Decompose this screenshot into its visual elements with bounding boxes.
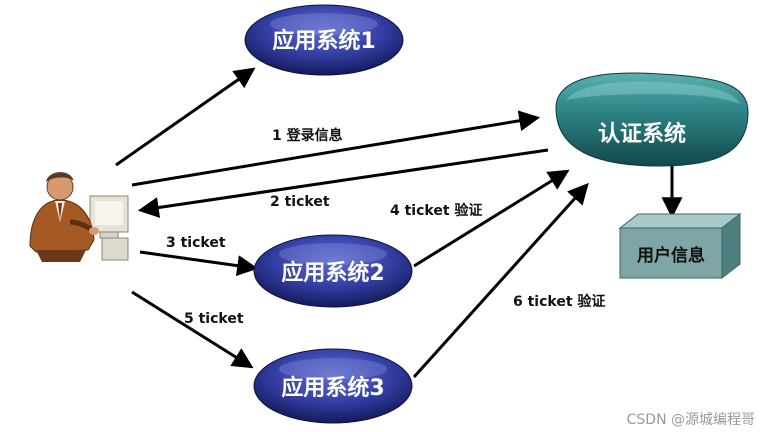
user-info-label: 用户信息	[637, 245, 705, 266]
arrow-user-to-app1	[115, 67, 256, 167]
arrow-app3-verify	[412, 182, 589, 379]
arrow-ticket-to-app2	[139, 250, 259, 277]
app-system-1: 应用系统1	[244, 4, 404, 76]
watermark: CSDN @源城编程哥	[627, 412, 755, 428]
edge-label-login: 1 登录信息	[272, 127, 343, 144]
app-system-2-label: 应用系统2	[281, 260, 384, 286]
app-system-3: 应用系统3	[253, 348, 413, 424]
app-system-2: 应用系统2	[253, 234, 413, 308]
arrow-login-to-auth	[131, 110, 541, 187]
arrow-app2-verify	[413, 169, 570, 268]
edge-label-verify-app3: 6 ticket 验证	[513, 293, 605, 310]
app-system-3-label: 应用系统3	[281, 375, 384, 401]
arrow-ticket-back-to-user	[137, 148, 549, 218]
edge-label-ticket-to-app3: 5 ticket	[184, 311, 244, 327]
user-at-computer-icon	[29, 172, 129, 262]
edge-label-ticket-to-app2: 3 ticket	[166, 235, 226, 251]
auth-system-label: 认证系统	[598, 121, 686, 147]
arrow-ticket-to-app3	[131, 290, 254, 369]
app-system-1-label: 应用系统1	[272, 28, 375, 54]
user-info-box: 用户信息	[618, 212, 742, 280]
auth-system: 认证系统	[555, 72, 749, 167]
arrows	[115, 67, 683, 379]
edge-label-return-ticket: 2 ticket	[270, 194, 330, 210]
edge-label-verify-app2: 4 ticket 验证	[390, 202, 482, 219]
